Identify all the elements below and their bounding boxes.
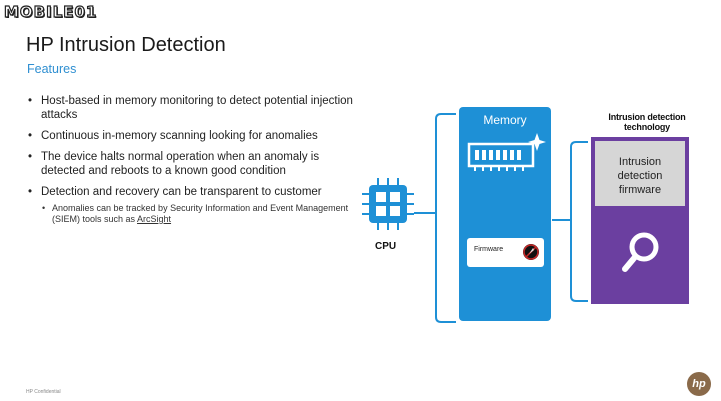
firmware-box: Firmware [467, 238, 544, 267]
memory-module-icon [467, 133, 546, 171]
intrusion-bracket [570, 141, 588, 302]
footer-confidential: HP Confidential [26, 389, 61, 395]
hp-logo: hp [687, 372, 711, 396]
intrusion-firmware-box: Intrusion detection firmware [595, 141, 685, 206]
bullet-item: Host-based in memory monitoring to detec… [28, 94, 358, 122]
memory-label: Memory [483, 113, 527, 127]
memory-block: Memory Firmware [459, 107, 551, 321]
intrusion-firmware-text: Intrusion detection firmware [595, 155, 685, 197]
cpu-label: CPU [375, 241, 397, 252]
intrusion-detection-title: Intrusion detection technology [608, 112, 686, 132]
magnifier-icon [622, 232, 659, 272]
cpu-chip-icon [362, 178, 414, 230]
sparkle-icon [528, 133, 546, 151]
intrusion-firmware-line: Intrusion [618, 156, 662, 168]
watermark: MOBILE01 [3, 2, 98, 21]
slide-subtitle: Features [27, 62, 77, 76]
sub-bullet-text: Anomalies can be tracked by Security Inf… [52, 203, 349, 224]
watermark-text: MOBILE01 [3, 2, 98, 21]
bullet-item: Continuous in-memory scanning looking fo… [28, 129, 358, 143]
bullet-list: Host-based in memory monitoring to detec… [28, 94, 358, 225]
attack-bomb-icon [523, 244, 539, 260]
bullet-item: Detection and recovery can be transparen… [28, 185, 358, 199]
memory-bracket [435, 113, 456, 323]
intrusion-firmware-line: detection [617, 170, 663, 182]
intrusion-firmware-line: firmware [618, 184, 662, 196]
arcsight-link[interactable]: ArcSight [137, 214, 172, 224]
intrusion-detection-block: Intrusion detection firmware [591, 137, 689, 304]
slide-title: HP Intrusion Detection [26, 34, 226, 56]
firmware-label: Firmware [474, 246, 504, 253]
bullet-item: The device halts normal operation when a… [28, 150, 358, 178]
sub-bullet-item: Anomalies can be tracked by Security Inf… [28, 203, 358, 225]
